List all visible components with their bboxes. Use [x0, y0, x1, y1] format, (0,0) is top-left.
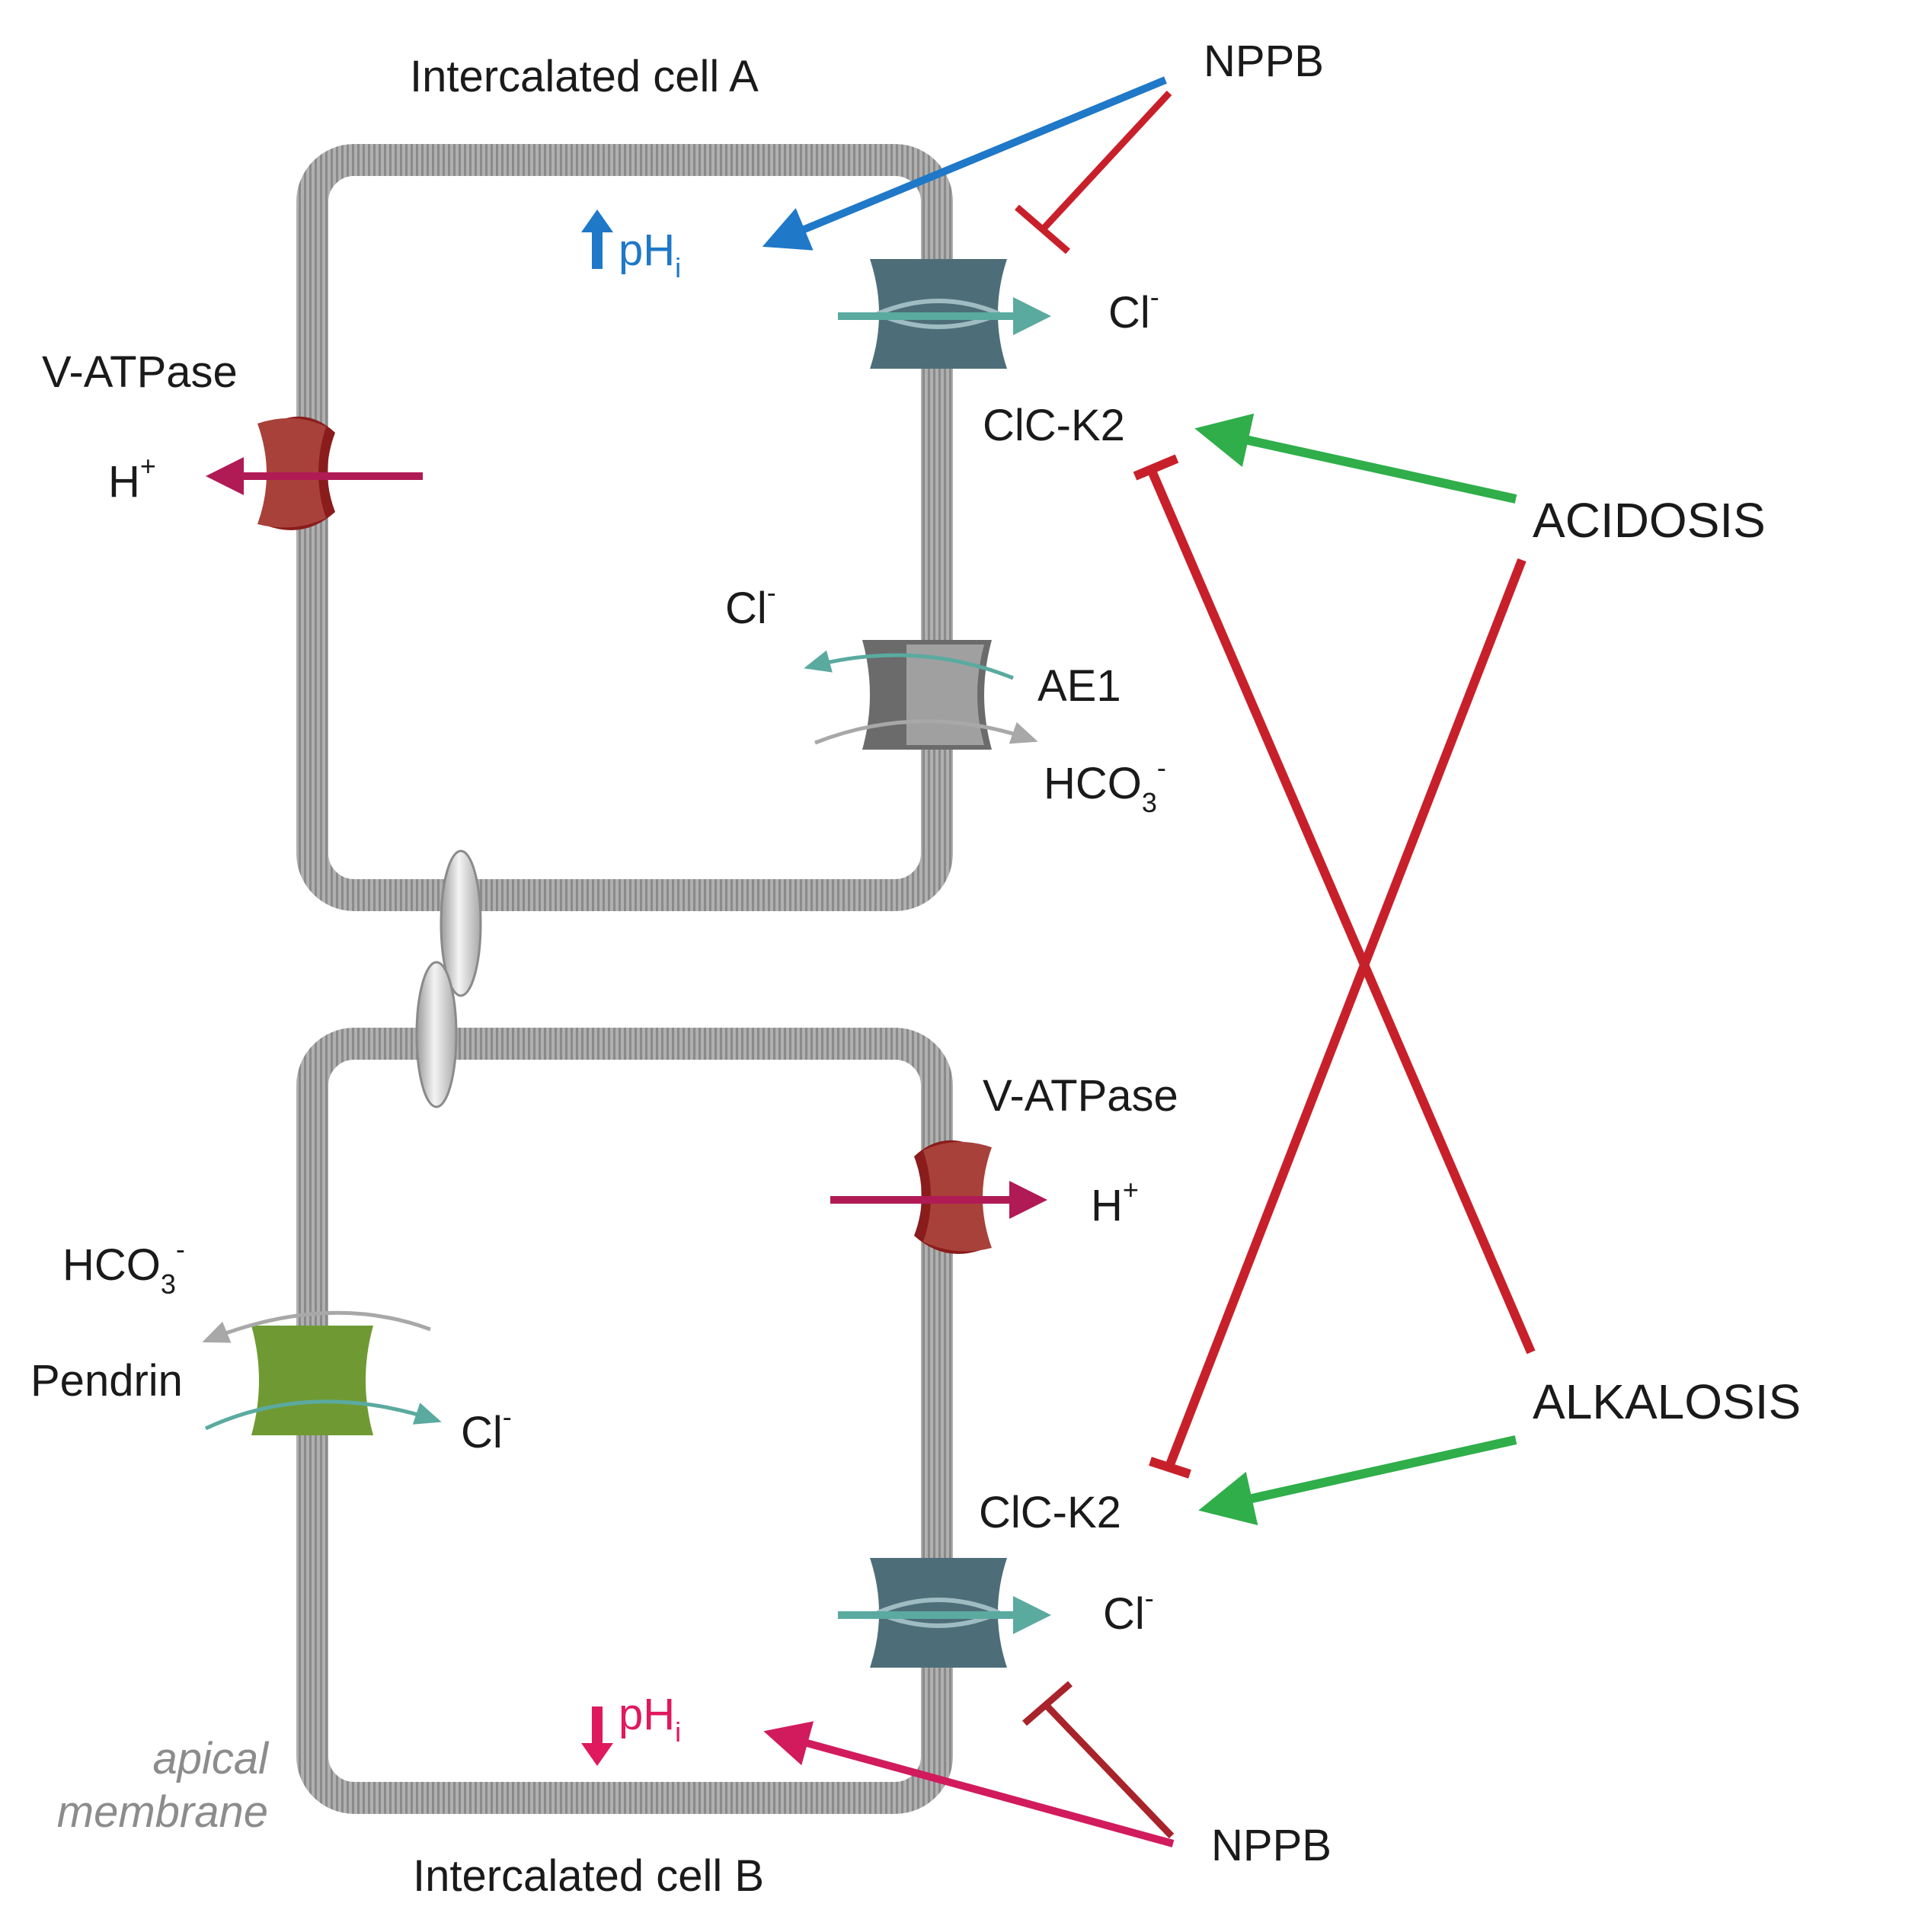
- nppb-b-inhibit-bar: [1022, 1681, 1073, 1726]
- alkalosis-activate-arrow: [1198, 1435, 1517, 1526]
- ae1-hco3-flux-arrow: [814, 719, 1038, 745]
- ph-down-arrow-icon: [581, 1706, 613, 1766]
- cell-b-title: Intercalated cell B: [413, 1851, 764, 1901]
- nppb-a-to-phi-arrow: [762, 76, 1167, 251]
- cell-a-title: Intercalated cell A: [410, 52, 759, 101]
- ae1-hco3-label: HCO3-: [1044, 752, 1166, 818]
- acidosis-label: ACIDOSIS: [1533, 493, 1766, 548]
- apical-membrane-label-1: apical: [152, 1734, 270, 1783]
- nppb-bottom-label: NPPB: [1211, 1821, 1332, 1870]
- cell-b-membrane: [296, 1028, 953, 1814]
- h-ion-label-b: H+: [1091, 1174, 1139, 1230]
- acidosis-activate-arrow: [1194, 413, 1517, 504]
- ph-a-label: pHi: [619, 226, 681, 283]
- alkalosis-inhibit-bar: [1133, 454, 1179, 481]
- nppb-b-to-phi-arrow: [763, 1721, 1175, 1847]
- alkalosis-label: ALKALOSIS: [1533, 1374, 1801, 1429]
- pendrin-cl-flux-arrow: [204, 1399, 442, 1431]
- apical-membrane-label-2: membrane: [57, 1787, 268, 1837]
- nppb-top-label: NPPB: [1204, 37, 1324, 86]
- v-atpase-label-a: V-ATPase: [42, 347, 238, 397]
- nppb-a-inhibit-line: [1041, 90, 1172, 232]
- v-atpase-label-b: V-ATPase: [983, 1071, 1178, 1121]
- cell-a-membrane: [296, 144, 953, 911]
- ph-b-label: pHi: [619, 1690, 681, 1748]
- nppb-a-inhibit-bar: [1015, 204, 1070, 254]
- ph-up-arrow-icon: [581, 210, 613, 269]
- cl-label-b: Cl-: [1103, 1582, 1154, 1639]
- ae1-label: AE1: [1037, 661, 1121, 711]
- tight-junction-upper: [440, 849, 482, 997]
- pendrin-hco3-label: HCO3-: [62, 1233, 185, 1300]
- tight-junction-lower: [415, 961, 458, 1108]
- acidosis-inhibit-bar: [1149, 1457, 1191, 1479]
- h-ion-label-a: H+: [108, 450, 156, 507]
- ae1-cl-flux-arrow: [804, 650, 1014, 680]
- pendrin-exchanger: [251, 1326, 373, 1435]
- clc-k2-label-a: ClC-K2: [983, 401, 1125, 450]
- nppb-b-inhibit-line: [1044, 1703, 1175, 1839]
- pendrin-cl-label: Cl-: [461, 1401, 512, 1457]
- alkalosis-inhibit-line: [1147, 469, 1536, 1355]
- pendrin-hco3-flux-arrow: [202, 1310, 431, 1343]
- clc-k2-label-b: ClC-K2: [979, 1488, 1121, 1537]
- acidosis-inhibit-line: [1165, 558, 1527, 1469]
- cl-label-a: Cl-: [1108, 281, 1159, 337]
- ae1-cl-label: Cl-: [725, 577, 776, 633]
- pendrin-label: Pendrin: [30, 1356, 183, 1406]
